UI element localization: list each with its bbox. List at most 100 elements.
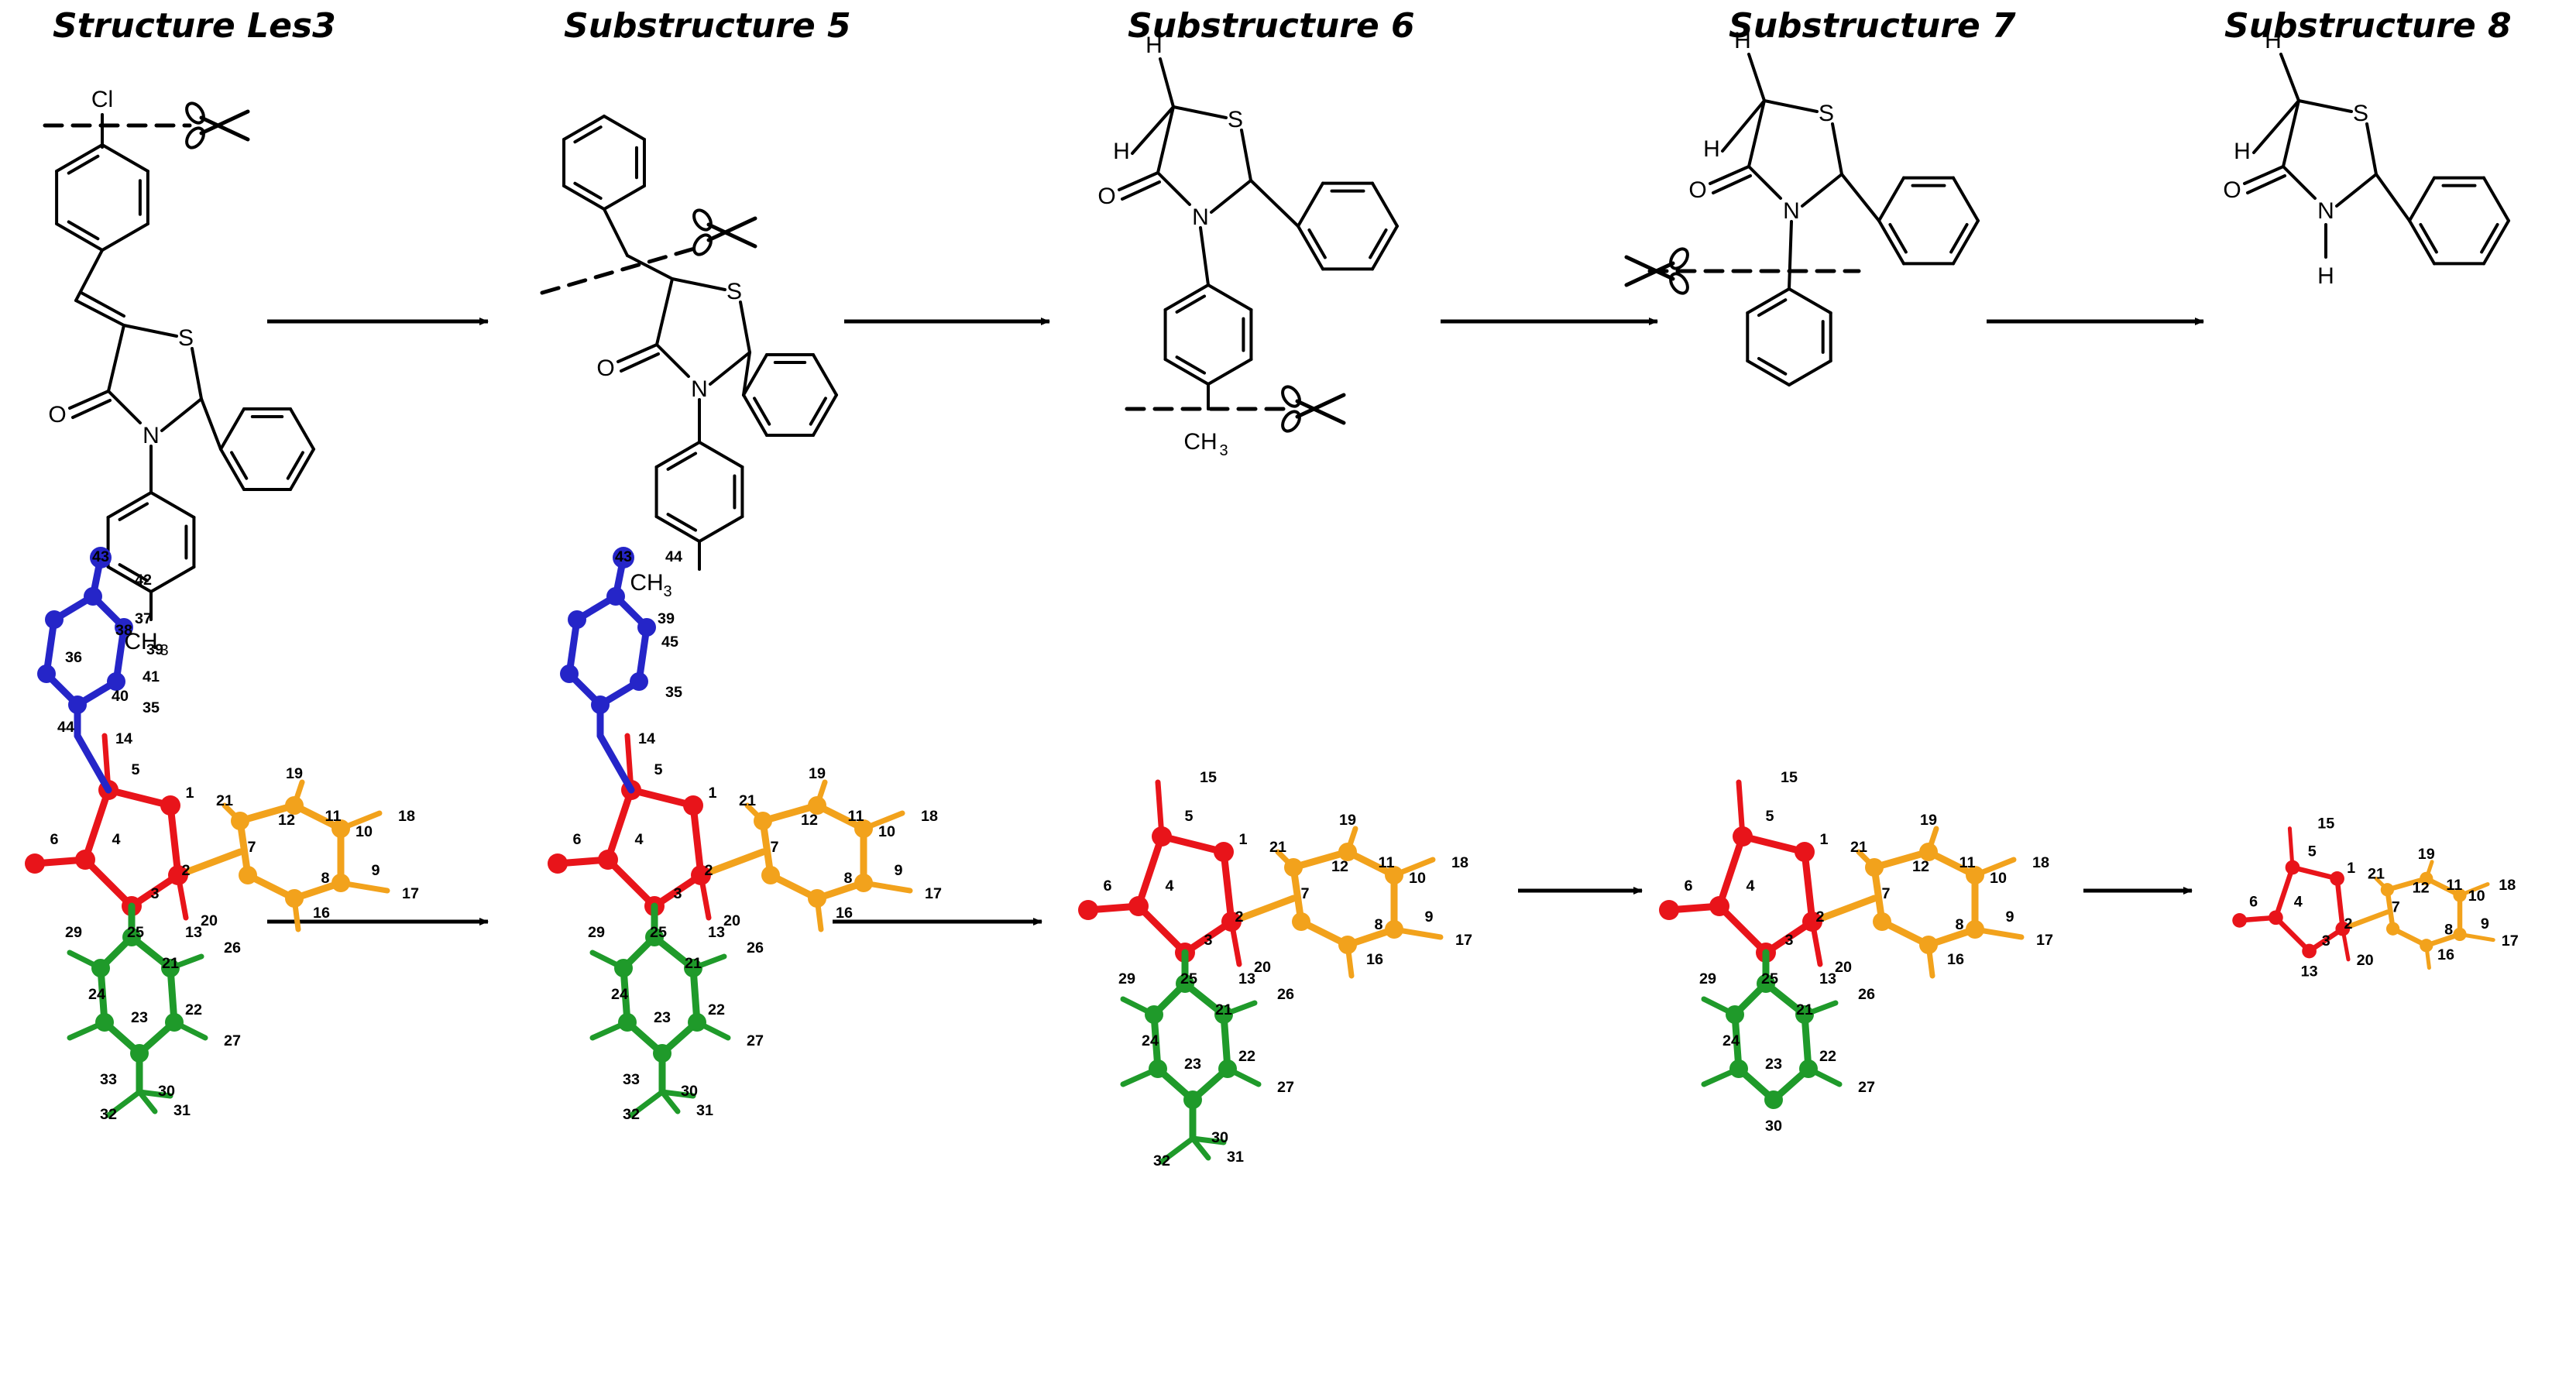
atom-sphere <box>331 874 350 892</box>
title-substructure-5: Substructure 5 <box>564 6 851 46</box>
benzene-ring <box>1746 287 1832 386</box>
atom-sphere <box>1183 1090 1202 1109</box>
atom-sphere <box>285 889 304 908</box>
atom-sphere <box>165 1013 184 1032</box>
atom-sphere <box>161 959 180 977</box>
atom-sphere <box>1873 912 1891 931</box>
atom-sphere <box>1176 974 1194 993</box>
atom-number: 20 <box>723 912 740 929</box>
atom-number: 27 <box>1277 1079 1294 1096</box>
thiazolidinone-ring: SNO <box>1097 105 1252 230</box>
atom-number: 14 <box>115 730 132 747</box>
sulfur-label: S <box>1228 107 1243 132</box>
atom-sphere <box>90 547 112 568</box>
atom-sphere <box>1709 896 1729 916</box>
atom-number: 3 <box>673 885 682 902</box>
atom-number: 19 <box>2418 846 2435 863</box>
atom-sphere <box>1865 858 1884 877</box>
thiazolidinone-ring: SNO <box>596 277 751 402</box>
atom-number: 12 <box>278 812 295 829</box>
atom-number: 11 <box>2446 877 2462 894</box>
atom-number: 41 <box>143 668 160 685</box>
atom-sphere <box>1795 1005 1814 1024</box>
atom-sphere <box>2269 910 2283 926</box>
atom-number: 3 <box>1204 932 1212 949</box>
atom-number: 1 <box>185 785 194 802</box>
atom-sphere <box>1764 1090 1783 1109</box>
atom-number: 31 <box>1227 1149 1244 1166</box>
atom-sphere <box>1149 1059 1167 1078</box>
hydrogen-label: H <box>1145 33 1163 58</box>
atom-number: 3 <box>150 885 159 902</box>
sulfur-label: S <box>178 325 194 351</box>
atom-number: 17 <box>402 885 419 902</box>
hydrogen-label: H <box>2265 28 2282 53</box>
atom-number: 38 <box>115 622 132 639</box>
atom-number: 22 <box>185 1001 202 1018</box>
atom-number: 19 <box>1920 812 1937 829</box>
atom-number: 5 <box>1765 808 1774 825</box>
atom-number: 31 <box>173 1102 191 1119</box>
atom-sphere <box>2232 913 2247 928</box>
sulfur-label: S <box>726 279 742 304</box>
atom-number: 2 <box>1815 908 1824 926</box>
benzene-ring <box>1297 181 1399 271</box>
atom-sphere <box>761 866 780 884</box>
atom-number: 8 <box>321 870 329 887</box>
atom-number: 11 <box>1959 854 1976 871</box>
atom-number: 8 <box>2444 921 2453 938</box>
atom-sphere <box>1292 912 1310 931</box>
hydrogen-label: H <box>1734 28 1751 53</box>
thiazolidinone-ring: SNO <box>2223 99 2378 224</box>
atom-number: 12 <box>801 812 818 829</box>
atom-number: 27 <box>1858 1079 1875 1096</box>
sulfur-label: S <box>1819 101 1834 126</box>
atom-number: 1 <box>2347 860 2355 877</box>
atom-sphere <box>231 812 249 830</box>
atom-number: 15 <box>2317 816 2334 833</box>
atom-number: 21 <box>685 955 702 972</box>
atom-number: 17 <box>2036 932 2053 949</box>
atom-sphere <box>160 795 180 816</box>
atom-sphere <box>591 695 610 714</box>
sulfur-label: S <box>2353 101 2368 126</box>
atom-number: 19 <box>809 765 826 782</box>
atom-sphere <box>614 959 633 977</box>
atom-number: 20 <box>201 912 218 929</box>
atom-number: 33 <box>623 1071 640 1088</box>
atom-sphere <box>1284 858 1303 877</box>
atom-number: 24 <box>611 986 628 1003</box>
atom-sphere <box>1078 900 1098 920</box>
atom-number: 32 <box>623 1106 640 1123</box>
atom-number: 30 <box>1211 1129 1228 1146</box>
atom-number: 6 <box>572 831 581 848</box>
atom-sphere <box>548 853 568 874</box>
oxygen-label: O <box>2223 177 2241 203</box>
atom-sphere <box>854 819 873 838</box>
oxygen-label: O <box>596 355 614 381</box>
atom-number: 19 <box>286 765 303 782</box>
atom-sphere <box>613 547 634 568</box>
atom-number: 18 <box>398 808 415 825</box>
atom-sphere <box>688 1013 706 1032</box>
atom-number: 20 <box>1254 959 1271 976</box>
atom-number: 44 <box>665 548 682 565</box>
atom-number: 2 <box>704 862 713 879</box>
atom-sphere <box>1338 936 1357 954</box>
atom-sphere <box>1145 1005 1163 1024</box>
atom-number: 22 <box>708 1001 725 1018</box>
atom-number: 1 <box>1238 831 1247 848</box>
atom-number: 23 <box>654 1009 671 1026</box>
atom-number: 17 <box>2502 932 2519 950</box>
atom-sphere <box>1802 912 1822 932</box>
atom-number: 17 <box>925 885 942 902</box>
atom-sphere <box>653 1044 671 1063</box>
atom-number: 22 <box>1819 1048 1836 1065</box>
atom-number: 7 <box>770 839 778 856</box>
atom-sphere <box>754 812 772 830</box>
